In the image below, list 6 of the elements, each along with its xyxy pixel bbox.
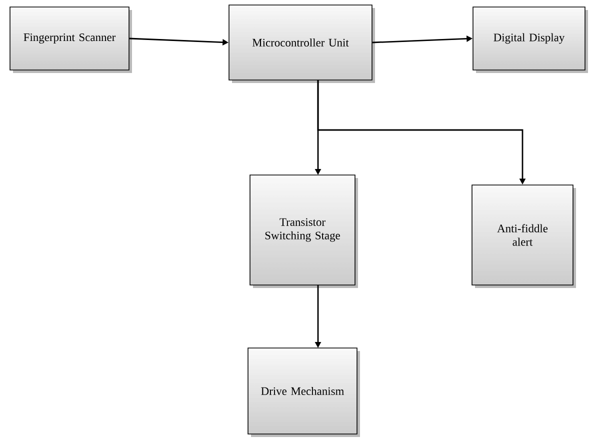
process-box: Transistor Switching Stage xyxy=(250,174,358,288)
process-box: Digital Display xyxy=(472,6,588,73)
process-box: Fingerprint Scanner xyxy=(10,6,132,73)
process-box: Anti-fiddle alert xyxy=(472,184,576,288)
process-box: Microcontroller Unit xyxy=(228,4,375,83)
process-box: Drive Mechanism xyxy=(248,348,360,437)
